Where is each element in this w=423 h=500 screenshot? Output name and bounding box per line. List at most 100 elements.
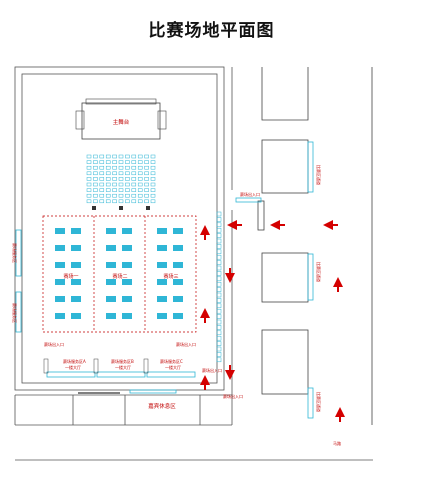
seat — [150, 160, 156, 164]
seat — [118, 160, 124, 164]
guest-area — [72, 389, 201, 425]
side-room — [216, 314, 222, 319]
seat — [99, 182, 105, 187]
seat — [150, 177, 156, 181]
service-a-label: 赛场服务区A — [63, 358, 86, 364]
seat — [99, 199, 105, 204]
desk — [55, 262, 65, 268]
seat — [125, 177, 130, 181]
desk — [157, 279, 167, 285]
seat — [125, 171, 130, 176]
seat — [118, 188, 124, 192]
seat — [112, 199, 117, 204]
desk — [122, 262, 132, 268]
side-room — [216, 222, 222, 228]
seat — [125, 188, 130, 192]
seat — [118, 182, 124, 187]
side-room — [216, 341, 222, 346]
seat — [144, 182, 149, 187]
seat — [125, 199, 130, 204]
seat — [112, 182, 117, 187]
seat — [131, 160, 137, 164]
seat — [105, 182, 111, 187]
service-b-label: 赛场服务区B — [111, 358, 134, 364]
seat — [131, 199, 137, 204]
seat — [131, 171, 137, 176]
seat — [99, 171, 105, 176]
desk — [122, 279, 132, 285]
seat — [125, 160, 130, 164]
desk — [106, 313, 116, 319]
right-top-entry: 赛场出入口 — [240, 191, 260, 197]
side-room — [216, 276, 222, 282]
seat-marker — [119, 206, 123, 210]
desk — [157, 296, 167, 302]
seat — [93, 154, 98, 159]
seat — [125, 154, 130, 159]
seat — [150, 182, 156, 187]
seat — [125, 193, 130, 198]
desk — [71, 279, 81, 285]
road-label: 马路 — [333, 440, 341, 446]
desk — [106, 279, 116, 285]
seat — [105, 177, 111, 181]
desk — [157, 228, 167, 234]
seat — [93, 160, 98, 164]
side-room — [216, 319, 222, 325]
seat — [86, 171, 92, 176]
venue-zones — [42, 215, 197, 333]
seat — [150, 171, 156, 176]
desk — [71, 296, 81, 302]
venue-3-label: 赛场三 — [163, 273, 178, 280]
seat — [112, 171, 117, 176]
side-room — [216, 292, 222, 298]
desk — [157, 245, 167, 251]
seat — [137, 199, 143, 204]
seat — [86, 177, 92, 181]
seat — [93, 171, 98, 176]
seat — [105, 165, 111, 170]
direction-arrows — [200, 220, 345, 422]
side-room — [216, 335, 222, 341]
seat — [105, 171, 111, 176]
seat — [86, 160, 92, 164]
desk — [173, 245, 183, 251]
seat — [118, 199, 124, 204]
seat — [112, 154, 117, 159]
seat — [112, 193, 117, 198]
venue-entrance-left: 赛场出入口 — [44, 341, 64, 347]
seat — [137, 182, 143, 187]
desk — [71, 228, 81, 234]
desk — [122, 296, 132, 302]
desk — [71, 313, 81, 319]
seat — [131, 193, 137, 198]
seat — [118, 177, 124, 181]
right-corridors — [235, 141, 314, 419]
side-room — [216, 227, 222, 233]
desk — [173, 228, 183, 234]
audience-seating — [86, 154, 156, 210]
seat — [86, 154, 92, 159]
seat — [99, 165, 105, 170]
seat — [99, 160, 105, 164]
desk — [55, 245, 65, 251]
desk — [173, 313, 183, 319]
right-side-rooms — [216, 211, 222, 363]
service-a-sub: 一楼大厅 — [65, 364, 81, 370]
right-corridor-top: 比赛区通道 — [316, 165, 322, 185]
seat — [93, 177, 98, 181]
seat — [131, 182, 137, 187]
seat — [137, 193, 143, 198]
seat — [93, 199, 98, 204]
guest-rest-area-label: 嘉宾休息区 — [148, 402, 176, 410]
seat — [86, 199, 92, 204]
side-room — [216, 249, 222, 255]
side-room — [216, 325, 222, 330]
seat — [93, 193, 98, 198]
seat — [150, 188, 156, 192]
seat — [112, 188, 117, 192]
seat — [99, 188, 105, 192]
side-room — [216, 244, 222, 249]
seat — [144, 199, 149, 204]
seat — [131, 154, 137, 159]
